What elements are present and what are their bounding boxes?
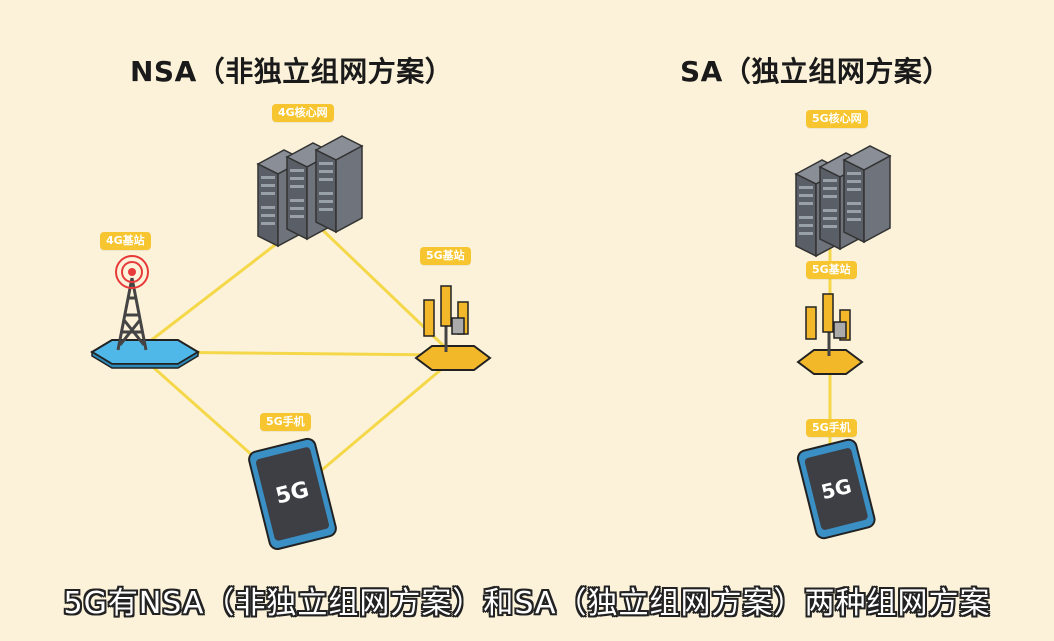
cell-tower-4g-icon xyxy=(90,255,200,369)
subtitle-caption: 5G有NSA（非独立组网方案）和SA（独立组网方案）两种组网方案 xyxy=(63,586,991,621)
sa-5g-base-label: 5G基站 xyxy=(806,261,857,279)
nsa-title: NSA（非独立组网方案） xyxy=(130,55,454,88)
sa-title: SA（独立组网方案） xyxy=(680,55,951,88)
nsa-5g-base-label: 5G基站 xyxy=(420,247,471,265)
nsa-core-label: 4G核心网 xyxy=(272,104,334,122)
base-station-5g-icon xyxy=(414,285,492,371)
sa-base-station-5g-icon xyxy=(796,293,864,375)
link-5g-base-to-phone xyxy=(309,360,451,482)
sa-phone-label: 5G手机 xyxy=(806,419,857,437)
nsa-core-server-icon xyxy=(257,135,363,247)
sa-core-server-icon xyxy=(795,145,891,257)
phone-5g-icon: 5G xyxy=(248,437,337,550)
sa-core-label: 5G核心网 xyxy=(806,110,868,128)
nsa-4g-base-label: 4G基站 xyxy=(100,232,151,250)
nsa-phone-label: 5G手机 xyxy=(260,413,311,431)
sa-phone-5g-icon: 5G xyxy=(796,438,876,540)
